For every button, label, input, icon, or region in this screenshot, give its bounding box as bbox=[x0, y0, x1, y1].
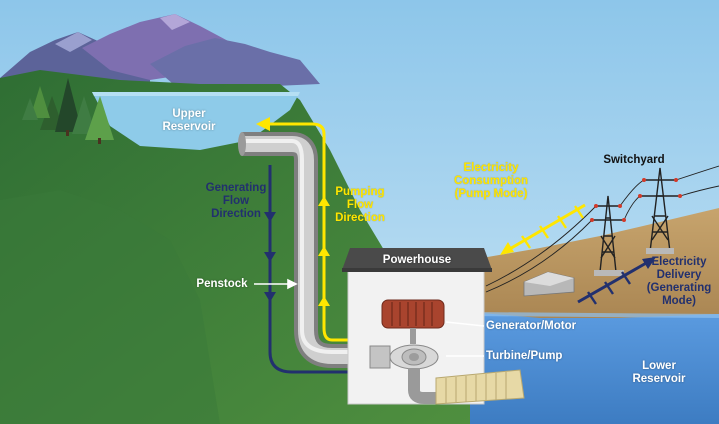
generating-flow-label-line: Direction bbox=[211, 208, 261, 220]
lower-reservoir-water bbox=[470, 312, 719, 424]
turbine-pump bbox=[369, 344, 439, 370]
pumping-flow-label: Pumping Flow Direction bbox=[324, 186, 396, 225]
turbine-pump-label: Turbine/Pump bbox=[486, 350, 563, 362]
electricity-delivery-label-line: Electricity bbox=[651, 256, 707, 268]
lower-reservoir-label-line: Reservoir bbox=[632, 373, 686, 385]
lower-reservoir-label: Lower Reservoir bbox=[614, 360, 704, 386]
draft-tube bbox=[408, 368, 525, 405]
generating-flow-label-line: Flow bbox=[222, 195, 250, 207]
generator-motor-label: Generator/Motor bbox=[486, 320, 577, 332]
electricity-consumption-label-line: (Pump Mode) bbox=[454, 188, 528, 200]
upper-reservoir-label-line: Upper bbox=[172, 108, 206, 120]
electricity-delivery-label: Electricity Delivery (Generating Mode) bbox=[640, 256, 718, 308]
penstock-label: Penstock bbox=[196, 278, 248, 290]
electricity-consumption-arrow bbox=[500, 203, 586, 255]
electricity-consumption-label-line: Consumption bbox=[453, 175, 529, 187]
tower-base bbox=[646, 248, 674, 254]
transformer bbox=[523, 271, 575, 297]
penstock-pipe bbox=[238, 132, 402, 368]
insulators bbox=[590, 178, 682, 222]
upper-reservoir-label-line: Reservoir bbox=[162, 121, 216, 133]
tower-base bbox=[594, 270, 624, 276]
pumping-flow-label-line: Direction bbox=[335, 212, 385, 224]
generating-flow-label-line: Generating bbox=[205, 182, 267, 194]
pumping-flow-arrow bbox=[256, 117, 364, 342]
callout-pointers bbox=[254, 278, 485, 357]
powerhouse-label: Powerhouse bbox=[382, 254, 452, 266]
generator-motor bbox=[381, 299, 445, 344]
electricity-delivery-label-line: Delivery bbox=[656, 269, 702, 281]
electricity-delivery-label-line: Mode) bbox=[662, 295, 696, 307]
electricity-consumption-label-line: Electricity bbox=[463, 162, 519, 174]
trees bbox=[22, 78, 114, 144]
pumping-flow-label-line: Pumping bbox=[335, 186, 385, 198]
upper-reservoir-label: Upper Reservoir bbox=[144, 108, 234, 134]
switchyard-label: Switchyard bbox=[603, 154, 665, 166]
generating-flow-label: Generating Flow Direction bbox=[200, 182, 272, 221]
electricity-delivery-arrow bbox=[577, 257, 656, 305]
pumping-flow-label-line: Flow bbox=[346, 199, 374, 211]
electricity-delivery-label-line: (Generating bbox=[646, 282, 712, 294]
electricity-consumption-label: Electricity Consumption (Pump Mode) bbox=[436, 162, 546, 201]
lower-reservoir-label-line: Lower bbox=[642, 360, 676, 372]
transmission-towers bbox=[592, 167, 680, 273]
